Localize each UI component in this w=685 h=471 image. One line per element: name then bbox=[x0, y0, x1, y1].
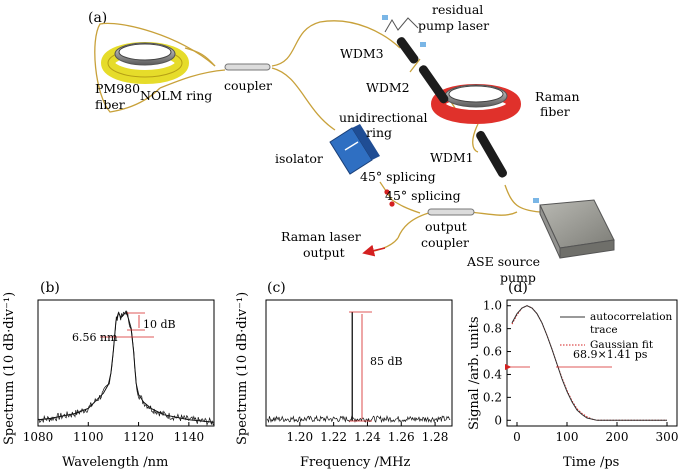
splice-point bbox=[384, 189, 390, 195]
pump-connector bbox=[382, 15, 388, 20]
plot-c: 1.20 1.22 1.24 1.26 1.28 85 dB Frequency /MH… bbox=[235, 292, 453, 470]
wdm3-label: WDM3 bbox=[340, 46, 384, 61]
pm980-fiber-label-line1: PM980 bbox=[95, 81, 140, 96]
plot-d-xlabel: Time /ps bbox=[563, 455, 619, 470]
raman-output-label-line1: Raman laser bbox=[281, 229, 361, 244]
plot-b-spectrum-line bbox=[37, 310, 215, 423]
plot-d-autocorrelation-line bbox=[511, 305, 667, 421]
plot-d-xtick-label: 300 bbox=[656, 430, 679, 444]
splice-label-2: 45° splicing bbox=[385, 188, 461, 203]
panel-label-b: (b) bbox=[40, 280, 60, 296]
panel-label-c: (c) bbox=[267, 280, 286, 296]
panel-label-a: (a) bbox=[88, 10, 107, 26]
plot-d-ytick-label: 0.8 bbox=[483, 322, 502, 336]
splice-label-1: 45° splicing bbox=[360, 169, 436, 184]
plot-c-frame bbox=[265, 299, 453, 427]
wdm2-label: WDM2 bbox=[366, 80, 410, 95]
raman-output-label-line2: output bbox=[303, 245, 345, 260]
plot-b: 1080 1100 1120 1140 10 dB 6.56 nm Wavelengt… bbox=[2, 292, 215, 470]
isolator-label: isolator bbox=[275, 151, 323, 166]
panel-label-d: (d) bbox=[508, 280, 528, 296]
output-coupler-label-line2: coupler bbox=[421, 235, 469, 250]
legend-gaussian-fit: Gaussian fit bbox=[590, 339, 654, 351]
plot-b-xtick-label: 1120 bbox=[123, 430, 154, 444]
isolator-component bbox=[329, 124, 380, 175]
raman-fiber-label-line2: fiber bbox=[540, 104, 570, 119]
plot-d-xtick-label: 200 bbox=[606, 430, 629, 444]
plot-d-ylabel: Signal /arb. units bbox=[467, 316, 482, 430]
output-coupler-label-line1: output bbox=[425, 219, 467, 234]
b-10db-label: 10 dB bbox=[143, 318, 176, 331]
output-arrow bbox=[362, 244, 386, 257]
plot-c-xtick-label: 1.20 bbox=[286, 430, 313, 444]
plot-b-xtick-label: 1100 bbox=[73, 430, 104, 444]
residual-label-line1: residual bbox=[432, 2, 483, 17]
ase-source-label-line1: ASE source bbox=[466, 254, 540, 269]
plot-c-xtick-label: 1.22 bbox=[320, 430, 347, 444]
wdm1-component bbox=[476, 130, 507, 178]
wdm3-component bbox=[396, 37, 419, 64]
plot-b-noise-floor bbox=[37, 310, 215, 427]
plot-b-xtick-label: 1080 bbox=[23, 430, 54, 444]
wdm2-component bbox=[418, 65, 449, 104]
raman-fiber-label-line1: Raman bbox=[535, 89, 580, 104]
plot-d-xtick-label: 0 bbox=[513, 430, 521, 444]
plot-c-xtick-label: 1.24 bbox=[354, 430, 381, 444]
coupler-component bbox=[224, 63, 271, 71]
d-fwhm-label: 68.9×1.41 ps bbox=[573, 348, 648, 361]
output-coupler-component bbox=[427, 208, 475, 216]
plot-d-ytick-label: 0.4 bbox=[483, 367, 502, 381]
ase-source-pump-box bbox=[533, 198, 615, 259]
plot-c-xtick-label: 1.28 bbox=[422, 430, 449, 444]
b-width-label: 6.56 nm bbox=[72, 331, 118, 344]
plot-d-xtick-label: 100 bbox=[556, 430, 579, 444]
plot-b-ylabel: Spectrum (10 dB·div⁻¹) bbox=[2, 292, 17, 445]
plot-c-xtick-label: 1.26 bbox=[388, 430, 415, 444]
plot-b-frame bbox=[37, 299, 215, 427]
plot-d-frame bbox=[506, 299, 678, 427]
c-85db-label: 85 dB bbox=[370, 355, 403, 368]
pm980-fiber-coil bbox=[101, 42, 189, 84]
residual-label-line2: pump laser bbox=[418, 18, 489, 33]
residual-pump-bracket bbox=[384, 17, 419, 33]
ase-source-label-line2: pump bbox=[500, 270, 536, 285]
plot-b-xtick-label: 1140 bbox=[174, 430, 205, 444]
plot-d-ytick-label: 1.0 bbox=[483, 299, 502, 313]
unidirectional-ring-label-line2: ring bbox=[366, 125, 392, 140]
splice-point bbox=[389, 201, 395, 207]
pm980-fiber-label-line2: fiber bbox=[95, 97, 125, 112]
legend-autocorrelation: autocorrelation bbox=[590, 311, 673, 323]
pump-connector bbox=[420, 42, 426, 47]
plot-d-ytick-label: 0.6 bbox=[483, 345, 502, 359]
plot-c-ylabel: Spectrum (10 dB·div⁻¹) bbox=[235, 292, 250, 445]
unidirectional-ring-label-line1: unidirectional bbox=[339, 110, 428, 125]
coupler-label: coupler bbox=[224, 78, 272, 93]
plot-d-ytick-label: 0.2 bbox=[483, 390, 502, 404]
plot-d-ytick-label: 0 bbox=[494, 413, 502, 427]
nolm-ring-label: NOLM ring bbox=[140, 88, 212, 103]
plot-b-xlabel: Wavelength /nm bbox=[62, 455, 168, 470]
plot-c-noise-floor bbox=[266, 414, 451, 424]
legend-trace: trace bbox=[590, 324, 618, 336]
plot-c-xlabel: Frequency /MHz bbox=[300, 455, 410, 470]
wdm1-label: WDM1 bbox=[430, 150, 474, 165]
raman-fiber-coil bbox=[431, 84, 521, 124]
